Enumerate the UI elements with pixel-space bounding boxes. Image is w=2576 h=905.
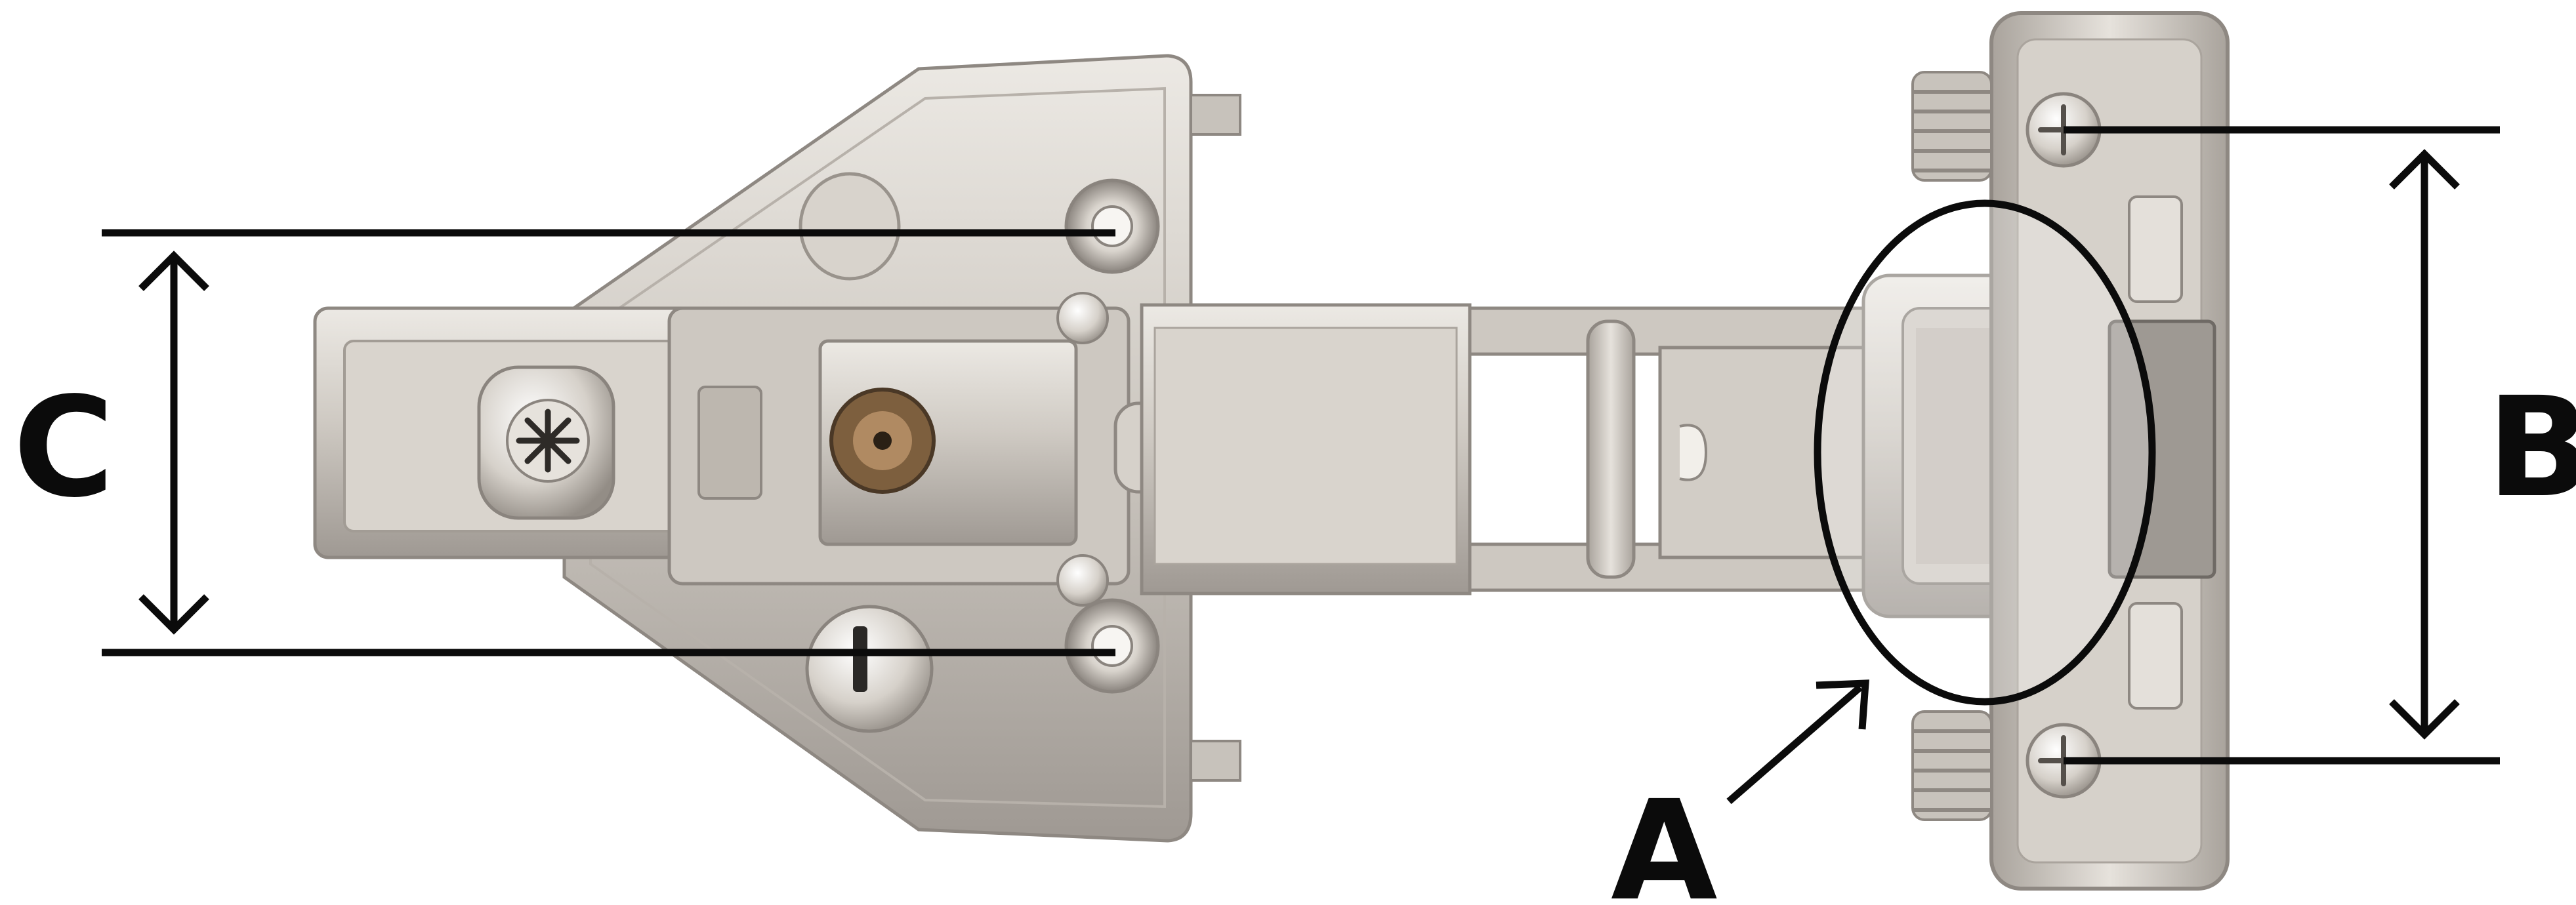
cross-head-screw-icon xyxy=(477,365,615,520)
label-a-pointer-head xyxy=(1816,679,1869,730)
linkage-notch xyxy=(1679,424,1708,481)
pivot-top-icon xyxy=(1056,292,1109,344)
upper-mounting-hole-icon xyxy=(1064,178,1160,274)
cup-block xyxy=(2108,319,2216,579)
dimension-c-arrowhead-top xyxy=(138,251,209,291)
clip-spring xyxy=(697,386,762,500)
cup-clip-top xyxy=(2128,195,2183,303)
pivot-bottom-icon xyxy=(1056,554,1109,607)
upper-dowel-icon xyxy=(1911,71,1993,182)
label-a-pointer xyxy=(1726,684,1863,805)
dimension-c-arrowhead-bottom xyxy=(138,594,209,635)
label-a: A xyxy=(1611,771,1718,905)
lower-mounting-hole-icon xyxy=(1064,598,1160,694)
cup-highlight-ellipse xyxy=(1814,199,2156,706)
dimension-c: C xyxy=(13,229,1115,656)
linkage-pin xyxy=(1586,319,1636,579)
hinge-arm-forward-face xyxy=(1153,327,1458,565)
dimension-b-arrowhead-top xyxy=(2389,149,2460,190)
plate-upper-cam-icon xyxy=(799,172,901,281)
dimension-a: A xyxy=(1611,199,2156,905)
label-b: B xyxy=(2487,367,2576,528)
depth-adjust-screw-icon xyxy=(829,388,936,494)
label-c: C xyxy=(13,367,114,528)
plate-tab-top xyxy=(1190,94,1241,136)
dimension-b-arrowhead-bottom xyxy=(2389,699,2460,740)
cup-clip-bottom xyxy=(2128,602,2183,710)
hinge-illustration xyxy=(313,11,2230,891)
dimension-b: B xyxy=(2064,126,2576,765)
mounting-plate-edge xyxy=(589,87,1166,809)
lower-dowel-icon xyxy=(1911,710,1993,821)
plate-tab-bottom xyxy=(1190,740,1241,782)
slot-screw-icon xyxy=(805,605,934,733)
